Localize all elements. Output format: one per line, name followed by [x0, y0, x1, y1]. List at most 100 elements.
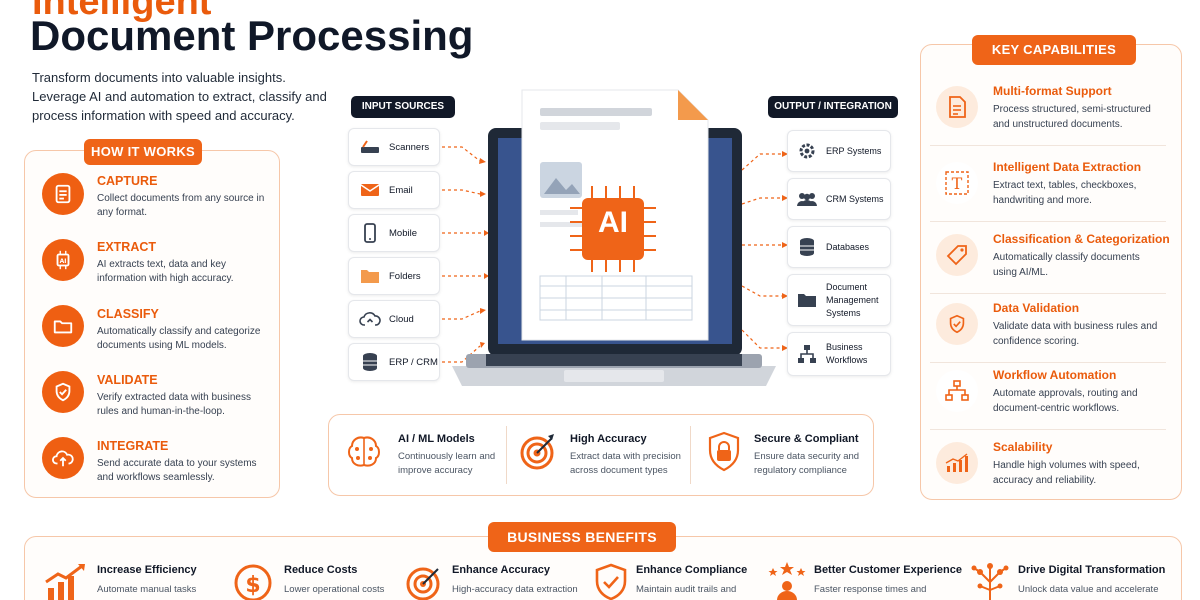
capability-desc: Handle high volumes with speed, accuracy… — [993, 460, 1140, 486]
capability-title: Workflow Automation — [993, 368, 1117, 382]
network-icon — [971, 563, 1009, 600]
output-crm-systems: CRM Systems — [787, 178, 891, 220]
lock-icon — [708, 431, 740, 472]
shield-check-icon — [936, 303, 978, 345]
benefit-title: Enhance Accuracy — [452, 564, 551, 576]
output-label: Databases — [826, 241, 870, 252]
step-desc: AI extracts text, data and key informati… — [97, 259, 234, 284]
feature-strip — [328, 414, 874, 496]
source-folders: Folders — [348, 257, 440, 295]
capability-workflow-automation: Workflow Automation Automate approvals, … — [930, 360, 1166, 430]
benefit-desc: High-accuracy data extraction — [452, 584, 578, 595]
feature-divider — [506, 426, 507, 484]
tag-icon — [936, 234, 978, 276]
target-icon — [520, 434, 554, 470]
output-databases: Databases — [787, 226, 891, 268]
ai-chip-icon: AI — [42, 239, 84, 281]
benefit-title: Better Customer Experience — [814, 564, 962, 576]
capability-title: Classification & Categorization — [993, 232, 1170, 246]
email-icon — [359, 179, 381, 201]
step-desc: Collect documents from any source in any… — [97, 193, 265, 218]
target-icon — [406, 567, 440, 600]
svg-text:$: $ — [245, 573, 260, 598]
svg-text:AI: AI — [60, 258, 67, 265]
feature-desc: Continuously learn and improve accuracy — [398, 451, 496, 476]
capability-classification: Classification & Categorization Automati… — [930, 224, 1170, 294]
benefit-desc: Maintain audit trails and — [636, 584, 737, 595]
ai-chip-label: AI — [598, 206, 628, 239]
step-title: CAPTURE — [97, 174, 158, 188]
input-connectors — [442, 146, 489, 363]
benefit-desc: Lower operational costs — [284, 584, 385, 595]
source-label: Cloud — [389, 313, 414, 325]
output-erp-systems: ERP Systems — [787, 130, 891, 172]
feature-divider — [690, 426, 691, 484]
dollar-icon: $ — [234, 564, 272, 600]
how-it-works-label: HOW IT WORKS — [84, 139, 202, 165]
output-connectors — [741, 151, 788, 351]
laptop-illustration — [452, 89, 776, 386]
benefit-title: Enhance Compliance — [636, 564, 748, 576]
source-label: ERP / CRM — [389, 356, 438, 368]
folder-icon — [359, 265, 381, 287]
capability-desc: Process structured, semi-structured and … — [993, 104, 1151, 130]
capability-title: Data Validation — [993, 301, 1080, 315]
title-line1: Intelligent — [32, 0, 212, 23]
shield-check-icon — [42, 371, 84, 413]
output-label: CRM Systems — [826, 193, 884, 204]
capability-data-extraction: T Intelligent Data Extraction Extract te… — [930, 152, 1166, 222]
key-capabilities-label: KEY CAPABILITIES — [972, 35, 1136, 65]
database-icon — [359, 351, 381, 373]
growth-chart-icon — [936, 442, 978, 484]
benefit-desc: Faster response times and — [814, 584, 927, 595]
source-label: Folders — [389, 270, 421, 282]
capability-desc: Validate data with business rules and co… — [993, 321, 1158, 347]
step-title: EXTRACT — [97, 240, 157, 254]
intro-text: Transform documents into valuable insigh… — [32, 70, 327, 123]
source-mobile: Mobile — [348, 214, 440, 252]
capability-desc: Automatically classify documents using A… — [993, 252, 1140, 278]
output-integration-label: OUTPUT / INTEGRATION — [768, 96, 898, 118]
brain-icon — [348, 436, 380, 467]
capability-title: Multi-format Support — [993, 84, 1112, 98]
document-capture-icon — [42, 173, 84, 215]
scanner-icon — [359, 136, 381, 158]
source-scanners: Scanners — [348, 128, 440, 166]
folder-icon — [796, 289, 818, 311]
step-desc: Automatically classify and categorize do… — [97, 326, 261, 351]
source-label: Mobile — [389, 227, 417, 239]
capability-desc: Automate approvals, routing and document… — [993, 388, 1138, 414]
input-sources-label: INPUT SOURCES — [351, 96, 455, 118]
text-extract-icon: T — [936, 162, 978, 204]
step-desc: Verify extracted data with business rule… — [97, 392, 251, 417]
step-desc: Send accurate data to your systems and w… — [97, 458, 257, 483]
gear-icon — [796, 140, 818, 162]
folder-icon — [42, 305, 84, 347]
capability-scalability: Scalability Handle high volumes with spe… — [930, 432, 1166, 502]
source-erp-crm: ERP / CRM — [348, 343, 440, 381]
document-icon — [936, 86, 978, 128]
feature-title: AI / ML Models — [398, 433, 475, 445]
customer-star-icon — [768, 562, 806, 600]
step-title: CLASSIFY — [97, 307, 159, 321]
page-title: Document Processing — [30, 12, 474, 59]
capability-title: Intelligent Data Extraction — [993, 160, 1142, 174]
cloud-icon — [359, 308, 381, 330]
mobile-icon — [359, 222, 381, 244]
benefit-title: Increase Efficiency — [97, 564, 197, 576]
capability-title: Scalability — [993, 440, 1053, 454]
benefit-title: Drive Digital Transformation — [1018, 564, 1166, 576]
capability-desc: Extract text, tables, checkboxes, handwr… — [993, 180, 1137, 206]
feature-title: High Accuracy — [570, 433, 647, 445]
capability-data-validation: Data Validation Validate data with busin… — [930, 293, 1166, 363]
workflow-icon — [936, 370, 978, 412]
feature-desc: Ensure data security and regulatory comp… — [754, 451, 860, 476]
source-cloud: Cloud — [348, 300, 440, 338]
benefit-desc: Unlock data value and accelerate — [1018, 584, 1159, 595]
capability-multi-format: Multi-format Support Process structured,… — [930, 76, 1166, 146]
database-icon — [796, 236, 818, 258]
feature-title: Secure & Compliant — [754, 433, 859, 445]
output-label: Document Management Systems — [826, 281, 879, 318]
cloud-upload-icon — [42, 437, 84, 479]
source-label: Scanners — [389, 141, 430, 153]
